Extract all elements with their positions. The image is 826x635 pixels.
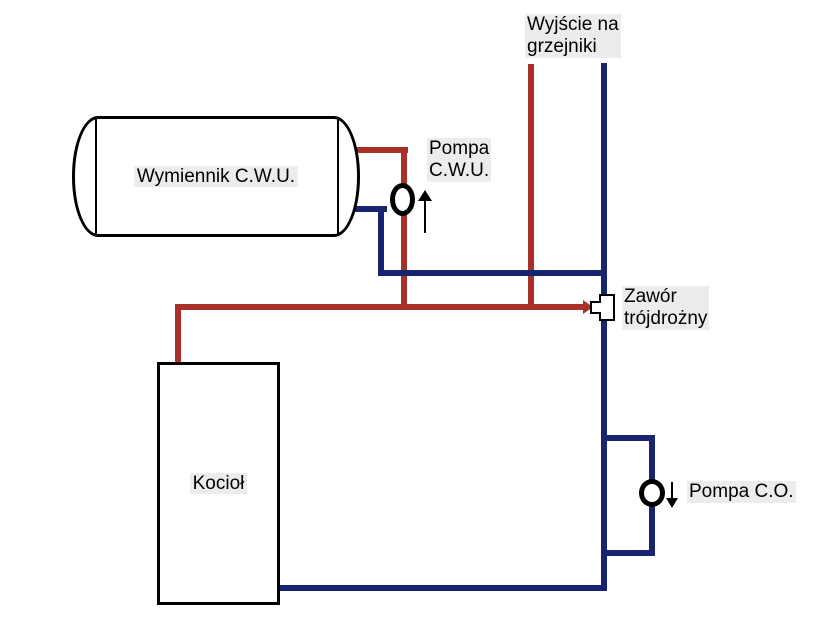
- pipe-return-bypass-bottom: [604, 550, 655, 556]
- pipe-supply-boiler-riser: [175, 304, 181, 364]
- pump-cwu-icon: [390, 183, 415, 216]
- three-way-valve-inlet: [590, 301, 601, 314]
- radiators-outlet-label: Wyjście na grzejniki: [525, 14, 621, 58]
- three-way-valve-icon: [599, 294, 615, 321]
- pipe-return-bottom: [280, 585, 607, 591]
- boiler-label-wrap: Kocioł: [157, 362, 280, 605]
- pipe-return-tank-outlet: [352, 206, 387, 212]
- up-arrow-stem: [424, 198, 426, 233]
- pump-cwu-label: Pompa C.W.U.: [427, 138, 492, 182]
- tank-label: Wymiennik C.W.U.: [133, 166, 299, 187]
- tank-right-cap-line: [337, 118, 339, 235]
- down-arrow-icon: [666, 498, 678, 508]
- pipe-supply-main: [175, 304, 584, 310]
- valve-label: Zawór trójdrożny: [622, 286, 710, 330]
- pipe-return-bypass-top: [604, 435, 655, 441]
- valve-line1: Zawór: [624, 286, 677, 307]
- tank-left-cap-line: [95, 118, 97, 235]
- pipe-supply-radiators: [528, 64, 534, 310]
- radiators-outlet-line1: Wyjście na: [527, 14, 619, 35]
- hot-water-tank: [72, 116, 360, 237]
- pump-cwu-line2: C.W.U.: [429, 160, 490, 181]
- pump-co-label: Pompa C.O.: [687, 481, 796, 503]
- up-arrow-icon: [418, 190, 432, 201]
- down-arrow-stem: [671, 482, 673, 500]
- valve-line2: trójdrożny: [624, 308, 708, 329]
- pipe-return-upper: [378, 270, 607, 276]
- pipe-supply-tank-outlet: [352, 147, 408, 153]
- supply-arrowhead-icon: [583, 300, 593, 314]
- pipe-supply-pump-riser: [401, 147, 407, 310]
- pump-cwu-line1: Pompa: [429, 138, 490, 159]
- tank-label-wrap: Wymiennik C.W.U.: [72, 116, 360, 237]
- boiler-label: Kocioł: [189, 473, 248, 494]
- pipe-return-main: [601, 63, 607, 591]
- pipe-return-tank-drop: [378, 206, 384, 276]
- radiators-outlet-line2: grzejniki: [527, 36, 597, 57]
- pump-co-icon: [639, 479, 665, 507]
